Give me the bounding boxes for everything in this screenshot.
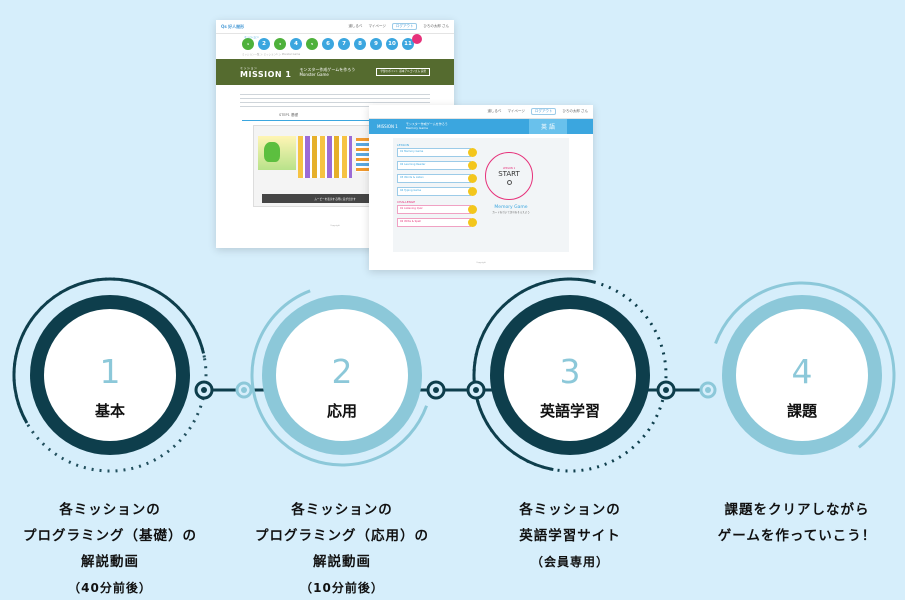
lesson-item[interactable]: 01 Memory Game bbox=[397, 148, 477, 157]
nav-link-guide[interactable]: 道しるべ bbox=[348, 24, 363, 28]
step-2-number: 2 bbox=[331, 352, 353, 391]
mission-dot-6[interactable]: 6 bbox=[322, 38, 334, 50]
screenshot-english-site: 道しるべ マイページ ログアウト ひろの太郎 さん MISSION 1 モンスタ… bbox=[369, 105, 593, 270]
lesson-list: LESSON 01 Memory Game 02 Learning Reader… bbox=[397, 142, 477, 231]
mission-dot-1[interactable]: 1 bbox=[242, 38, 254, 50]
site-header: Qs 好人間形 道しるべ マイページ ログアウト ひろの太郎 さん bbox=[216, 20, 454, 34]
challenge-item[interactable]: 02 Write & Spell bbox=[397, 218, 477, 227]
tab-step1[interactable]: STEP1 基礎 bbox=[278, 113, 299, 117]
challenge-item[interactable]: 01 Listening Quiz bbox=[397, 205, 477, 214]
learning-point-box[interactable]: 学習のポイント 基本アルゴリズム 演習 bbox=[376, 68, 430, 76]
footer: Copyright bbox=[476, 262, 486, 264]
block-palette bbox=[298, 136, 352, 178]
mission-dot-10[interactable]: 10 bbox=[386, 38, 398, 50]
step-3-number: 3 bbox=[559, 352, 581, 391]
connector-nodes bbox=[194, 380, 717, 400]
lesson-item[interactable]: 03 Words & Listen bbox=[397, 174, 477, 183]
step-4-label: 課題 bbox=[786, 402, 817, 420]
user-name: ひろの太郎 さん bbox=[423, 24, 449, 28]
monster-sprite bbox=[264, 142, 280, 162]
mission-dot-3[interactable]: 3 bbox=[274, 38, 286, 50]
lesson-item[interactable]: 04 Typing Game bbox=[397, 187, 477, 196]
mission-dot-9[interactable]: 9 bbox=[370, 38, 382, 50]
mission-dot-11[interactable]: 11 bbox=[402, 38, 414, 50]
step-1-label: 基本 bbox=[94, 402, 125, 420]
step-3-caption: 各ミッションの 英語学習サイト （会員専用） bbox=[519, 502, 621, 569]
nav-link-guide[interactable]: 道しるべ bbox=[487, 109, 502, 113]
lesson-item[interactable]: 02 Learning Reader bbox=[397, 161, 477, 170]
lesson-heading: LESSON bbox=[397, 143, 409, 147]
mission-dot-5[interactable]: 5 bbox=[306, 38, 318, 50]
video-sound-bar[interactable]: ムービーを表示する際に音が出ます bbox=[262, 194, 408, 203]
mission-dot-7[interactable]: 7 bbox=[338, 38, 350, 50]
nav-link-mypage[interactable]: マイページ bbox=[507, 109, 525, 113]
memory-game-title: Memory Game カードを引いて記号をそろえよう bbox=[492, 205, 530, 214]
mission-dot-2[interactable]: 2 bbox=[258, 38, 270, 50]
user-name: ひろの太郎 さん bbox=[562, 109, 588, 113]
step-4-number: 4 bbox=[791, 352, 813, 391]
mission-dot-8[interactable]: 8 bbox=[354, 38, 366, 50]
step-2-caption: 各ミッションの プログラミング（応用）の 解説動画 （10分前後） bbox=[255, 502, 429, 595]
step-1-number: 1 bbox=[99, 352, 121, 391]
play-icon bbox=[506, 180, 512, 185]
site-logo: Qs 好人間形 bbox=[221, 23, 245, 29]
mission-selector: 1 2 3 4 5 6 7 8 9 10 11 bbox=[216, 34, 454, 50]
english-content: LESSON 01 Memory Game 02 Learning Reader… bbox=[393, 138, 569, 252]
english-tab[interactable]: 英 語 bbox=[529, 119, 567, 134]
mission-title: MISSION 1 bbox=[377, 124, 398, 129]
logout-button[interactable]: ログアウト bbox=[391, 23, 418, 30]
step-2-label: 応用 bbox=[326, 402, 357, 420]
mission-dot-4[interactable]: 4 bbox=[290, 38, 302, 50]
logout-button[interactable]: ログアウト bbox=[530, 108, 557, 115]
step-4-caption: 課題をクリアしながら ゲームを作っていこう！ bbox=[717, 502, 877, 544]
start-lesson-label: LESSON 1 bbox=[502, 167, 516, 170]
nav-link-mypage[interactable]: マイページ bbox=[368, 24, 386, 28]
breadcrumb: ミッション一覧 ＞ ミッション1 ＞ Monster Game bbox=[242, 53, 301, 56]
start-label: START bbox=[498, 170, 520, 178]
step-1-caption: 各ミッションの プログラミング（基礎）の 解説動画 （40分前後） bbox=[23, 502, 197, 595]
step-3-label: 英語学習 bbox=[539, 402, 600, 420]
mission-current-badge bbox=[412, 34, 422, 44]
description-text bbox=[240, 91, 430, 107]
footer: Copyright bbox=[330, 225, 340, 227]
start-button[interactable]: LESSON 1 START bbox=[485, 152, 533, 200]
site-header: 道しるべ マイページ ログアウト ひろの太郎 さん bbox=[369, 105, 593, 119]
mission-label: ミッション bbox=[244, 35, 260, 39]
challenge-heading: CHALLENGE bbox=[397, 200, 416, 204]
